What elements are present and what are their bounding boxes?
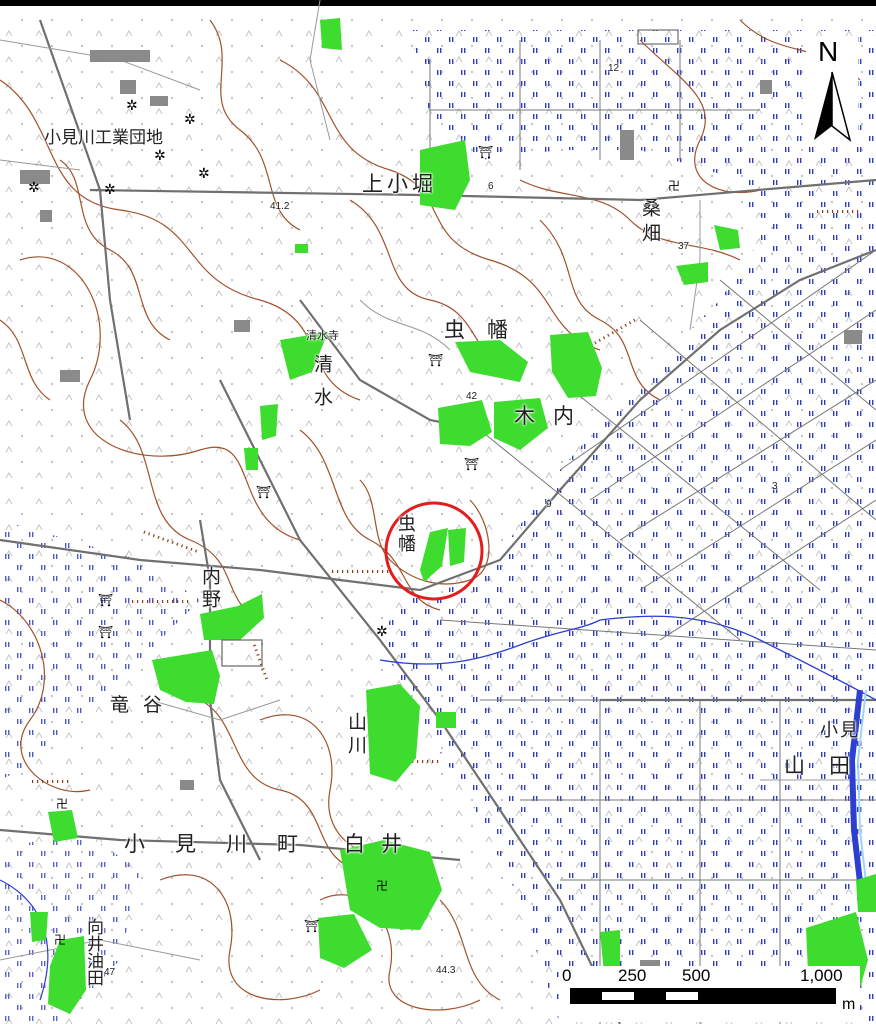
- scale-tick-label: 500: [682, 966, 711, 985]
- place-label-shimizu: 清水: [311, 354, 333, 420]
- elevation-label: 12: [608, 63, 620, 74]
- svg-text:⛩: ⛩: [478, 145, 493, 159]
- svg-text:⛩: ⛩: [98, 593, 113, 607]
- scale-tick-label: 1,000: [800, 966, 843, 985]
- svg-text:✲: ✲: [28, 180, 40, 196]
- svg-text:✲: ✲: [184, 112, 196, 128]
- paddy-grid: [429, 40, 876, 1024]
- minor-roads: [0, 0, 876, 961]
- elevation-label: 37: [678, 241, 690, 252]
- waterways: [0, 615, 876, 1001]
- place-label-mushihata-circle: 虫幡: [395, 514, 416, 554]
- scale-tick-label: 250: [618, 966, 647, 985]
- place-label-uchino: 内野: [199, 566, 221, 612]
- svg-text:⛩: ⛩: [98, 625, 113, 639]
- north-arrow-icon: [814, 71, 852, 142]
- place-label-kinouchi: 木内: [514, 404, 592, 428]
- north-letter: N: [818, 36, 839, 67]
- svg-text:✲: ✲: [126, 98, 138, 114]
- svg-text:✲: ✲: [198, 166, 210, 182]
- svg-text:卍: 卍: [54, 933, 66, 947]
- place-label-kuwabata: 桑畑: [639, 198, 661, 248]
- map-border-top: [0, 0, 876, 6]
- elevation-label: 44.3: [436, 965, 456, 976]
- contour-lines: [0, 19, 861, 1011]
- place-label-komi-partial: 小見: [820, 720, 860, 741]
- place-label-yamakawa: 山川: [345, 712, 367, 758]
- svg-text:⛩: ⛩: [256, 485, 271, 499]
- svg-text:卍: 卍: [56, 797, 68, 811]
- scale-unit: m: [842, 996, 856, 1013]
- svg-text:✲: ✲: [104, 182, 116, 198]
- scale-tick-label: 0: [562, 966, 572, 985]
- place-label-kamikobori: 上小堀: [362, 172, 437, 196]
- elevation-label: 6: [488, 181, 494, 192]
- place-label-komikawa-town: 小見川町: [124, 832, 328, 856]
- elevation-label: 41.2: [270, 201, 290, 212]
- elevation-label: 42: [466, 391, 478, 402]
- svg-text:⛩: ⛩: [464, 457, 479, 471]
- place-label-komikawa-industrial: 小見川工業団地: [44, 128, 163, 148]
- place-label-mushihata-north: 虫幡: [444, 318, 530, 342]
- svg-text:⛩: ⛩: [304, 919, 319, 933]
- buildings: [20, 50, 862, 970]
- elevation-label: 47: [104, 967, 116, 978]
- elevation-label: 9: [546, 499, 552, 510]
- svg-text:✲: ✲: [376, 624, 388, 640]
- scale-bar: 0 250 500 1,000 m: [560, 966, 860, 1022]
- place-label-mukai-aburata: 向井油田: [83, 918, 103, 986]
- factory-symbols: ✲ ✲ ✲ ✲ ✲ ✲ ✲: [28, 98, 388, 640]
- shrine-symbols: ⛩ ⛩ ⛩ ⛩ ⛩ ⛩ ⛩: [98, 145, 493, 933]
- svg-text:卍: 卍: [376, 879, 388, 893]
- place-label-ryugaya: 竜谷: [110, 694, 177, 716]
- grid-corner-marker: [637, 29, 679, 45]
- place-label-yamada: 山田: [784, 754, 874, 778]
- slope-hachures: [30, 210, 860, 785]
- elevation-label: 3: [772, 481, 778, 492]
- svg-text:卍: 卍: [668, 179, 680, 193]
- highlight-circle: [384, 501, 484, 601]
- scale-bar-graphic: [570, 988, 836, 1004]
- north-arrow: N: [806, 36, 858, 146]
- svg-text:✲: ✲: [154, 148, 166, 164]
- place-label-shirai: 白井: [344, 832, 418, 856]
- svg-text:⛩: ⛩: [428, 353, 443, 367]
- temple-symbols: 卍 卍 卍 卍: [54, 179, 680, 947]
- place-label-seisuiji: 清水寺: [306, 329, 339, 342]
